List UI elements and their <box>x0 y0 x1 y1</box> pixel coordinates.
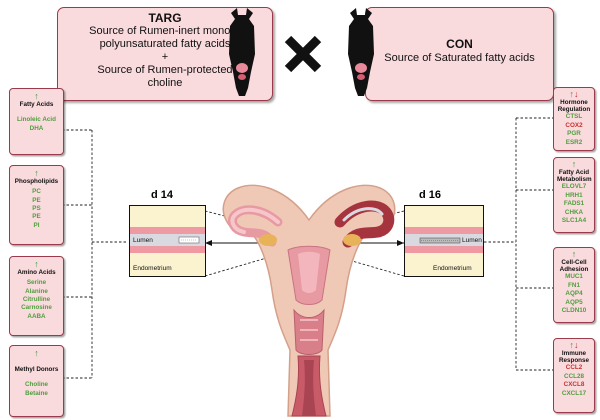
box-item: ESR2 <box>565 138 583 146</box>
box-item: CCL28 <box>564 372 584 380</box>
box-title: Methyl Donors <box>14 366 59 373</box>
cow-icon <box>229 8 255 96</box>
box-item: Citrulline <box>22 296 51 304</box>
box-item: PE <box>32 196 41 204</box>
cross-icon <box>284 35 322 73</box>
targ-line: polyunsaturated fatty acids <box>99 38 231 50</box>
box-item: AQP4 <box>565 290 583 298</box>
box-item: Serine <box>26 279 47 287</box>
up-arrow-icon: ↑ <box>569 340 575 350</box>
box-item: Choline <box>24 381 49 389</box>
box-title: Phospholipids <box>14 178 59 185</box>
hormone-regulation-box: ↑↓ Hormone Regulation CTSL COX2 PGR ESR2 <box>553 87 595 151</box>
cell-cell-adhesion-box: ↑ Cell-Cell Adhesion MUC1 FN1 AQP4 AQP5 … <box>553 247 595 323</box>
box-item: AABA <box>27 312 46 320</box>
box-item: CLDN10 <box>561 307 587 315</box>
box-item: PC <box>32 188 41 196</box>
up-arrow-icon: ↑ <box>571 159 577 169</box>
box-item: PS <box>32 205 41 213</box>
targ-title: TARG <box>148 11 182 25</box>
day-label-d16: d 16 <box>419 189 442 201</box>
box-item: Linoleic Acid <box>17 116 56 124</box>
up-arrow-icon: ↑ <box>34 91 39 101</box>
box-item: AQP5 <box>565 298 583 306</box>
targ-line: Source of Rumen-inert mono & <box>89 25 241 37</box>
box-item: DHA <box>29 124 44 132</box>
box-item: CHKA <box>564 208 584 216</box>
box-item: PI <box>33 221 40 229</box>
box-item: Alanine <box>25 287 48 295</box>
box-item: COX2 <box>565 121 583 129</box>
box-title: Amino Acids <box>17 269 56 276</box>
fatty-acids-box: ↑ Fatty Acids Linoleic Acid DHA <box>9 88 64 155</box>
d14-lumen-label: Lumen <box>133 237 153 244</box>
up-arrow-icon: ↑ <box>34 168 39 178</box>
box-item: Betaine <box>25 389 48 397</box>
box-item: CCL2 <box>565 364 583 372</box>
fatty-acid-metabolism-box: ↑ Fatty Acid Metabolism ELOVL7 HRH1 FADS… <box>553 157 595 233</box>
box-item: Carnosine <box>21 304 52 312</box>
phospholipids-box: ↑ Phospholipids PC PE PS PE PI <box>9 165 64 245</box>
box-item: CXCL8 <box>563 381 585 389</box>
box-item: PE <box>32 213 41 221</box>
con-line: Source of Saturated fatty acids <box>384 52 535 64</box>
box-item: MUC1 <box>565 273 583 281</box>
box-item: PGR <box>567 130 581 138</box>
box-item: FADS1 <box>563 200 585 208</box>
con-title: CON <box>446 37 473 51</box>
cow-icon <box>348 8 374 96</box>
box-item: ELOVL7 <box>561 183 587 191</box>
targ-line: + <box>161 51 169 63</box>
up-arrow-icon: ↑ <box>571 249 577 259</box>
immune-response-box: ↑↓ Immune Response CCL2 CCL28 CXCL8 CXCL… <box>553 338 595 413</box>
box-item: SLC1A4 <box>561 217 587 225</box>
box-title: Cell-Cell Adhesion <box>559 259 589 274</box>
box-item: CXCL17 <box>561 389 587 397</box>
box-title: Hormone Regulation <box>557 99 591 114</box>
up-arrow-icon: ↑ <box>34 259 39 269</box>
box-item: FN1 <box>568 281 580 289</box>
d14-endometrium-panel <box>129 205 206 277</box>
box-item: CTSL <box>565 113 583 121</box>
targ-line: Source of Rumen-protected <box>97 64 233 76</box>
uterus-illustration <box>222 184 396 417</box>
con-box: CON Source of Saturated fatty acids <box>365 7 554 101</box>
day-label-d14: d 14 <box>151 189 174 201</box>
d14-endometrium-label: Endometrium <box>133 265 172 272</box>
d16-lumen-label: Lumen <box>462 237 482 244</box>
amino-acids-box: ↑ Amino Acids Serine Alanine Citrulline … <box>9 256 64 336</box>
up-arrow-icon: ↑ <box>569 89 575 99</box>
methyl-donors-box: ↑ Methyl Donors Choline Betaine <box>9 345 64 417</box>
d16-endometrium-panel <box>404 205 484 277</box>
box-title: Immune Response <box>558 350 590 365</box>
down-arrow-icon: ↓ <box>574 89 579 99</box>
up-arrow-icon: ↑ <box>34 348 39 358</box>
targ-line: choline <box>147 77 183 89</box>
d16-endometrium-label: Endometrium <box>433 265 472 272</box>
box-title: Fatty Acids <box>19 101 54 108</box>
box-item: HRH1 <box>565 191 583 199</box>
box-title: Fatty Acid Metabolism <box>557 169 592 184</box>
down-arrow-icon: ↓ <box>574 340 579 350</box>
